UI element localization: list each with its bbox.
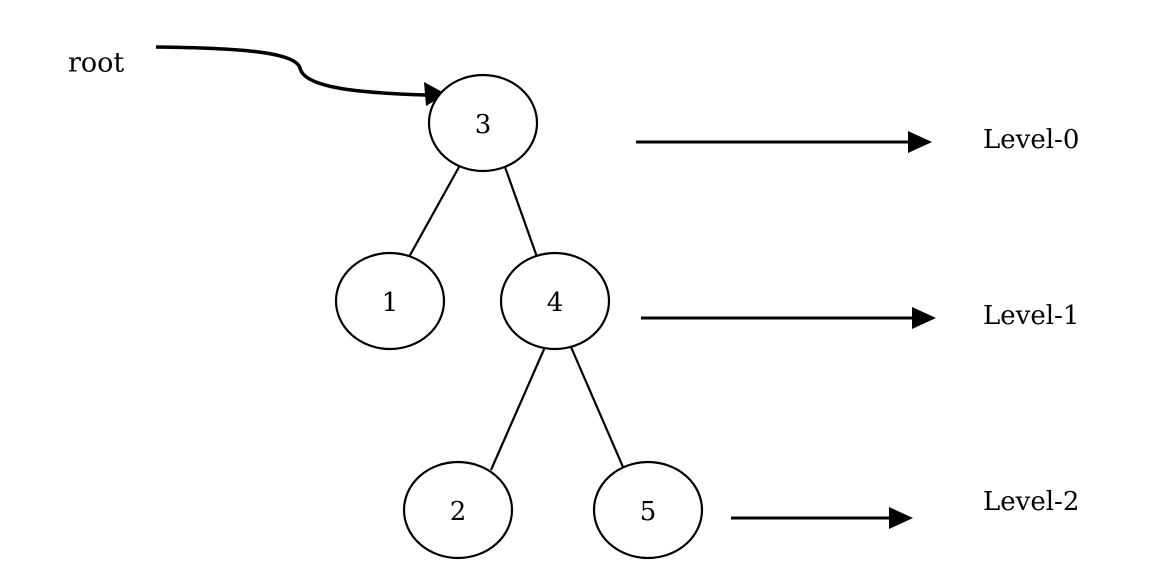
root-pointer-arrow [155, 45, 427, 97]
level-1-arrowhead [912, 307, 936, 329]
root-label: root [68, 48, 124, 79]
level-0-label: Level-0 [983, 125, 1079, 155]
level-0-indicator: Level-0 [636, 125, 1079, 155]
level-1-indicator: Level-1 [641, 301, 1079, 331]
tree-node-1: 1 [334, 251, 446, 351]
edge-4-2 [489, 346, 547, 471]
node-value: 1 [382, 288, 399, 318]
level-1-label: Level-1 [983, 301, 1079, 331]
tree-node-5: 5 [592, 460, 704, 560]
level-2-label: Level-2 [983, 487, 1079, 517]
edge-3-1 [408, 166, 460, 258]
edge-3-4 [503, 166, 539, 258]
level-0-arrowhead [908, 131, 932, 153]
node-value: 3 [475, 110, 492, 140]
node-value: 5 [640, 497, 657, 527]
root-pointer-arrowhead [424, 82, 446, 106]
level-2-indicator: Level-2 [731, 487, 1079, 529]
level-2-arrowhead [889, 507, 913, 529]
tree-node-2: 2 [402, 460, 514, 560]
edge-4-5 [569, 346, 625, 468]
tree-node-4: 4 [499, 251, 611, 351]
node-value: 4 [547, 288, 564, 318]
node-value: 2 [450, 497, 467, 527]
tree-node-3: 3 [427, 73, 539, 173]
